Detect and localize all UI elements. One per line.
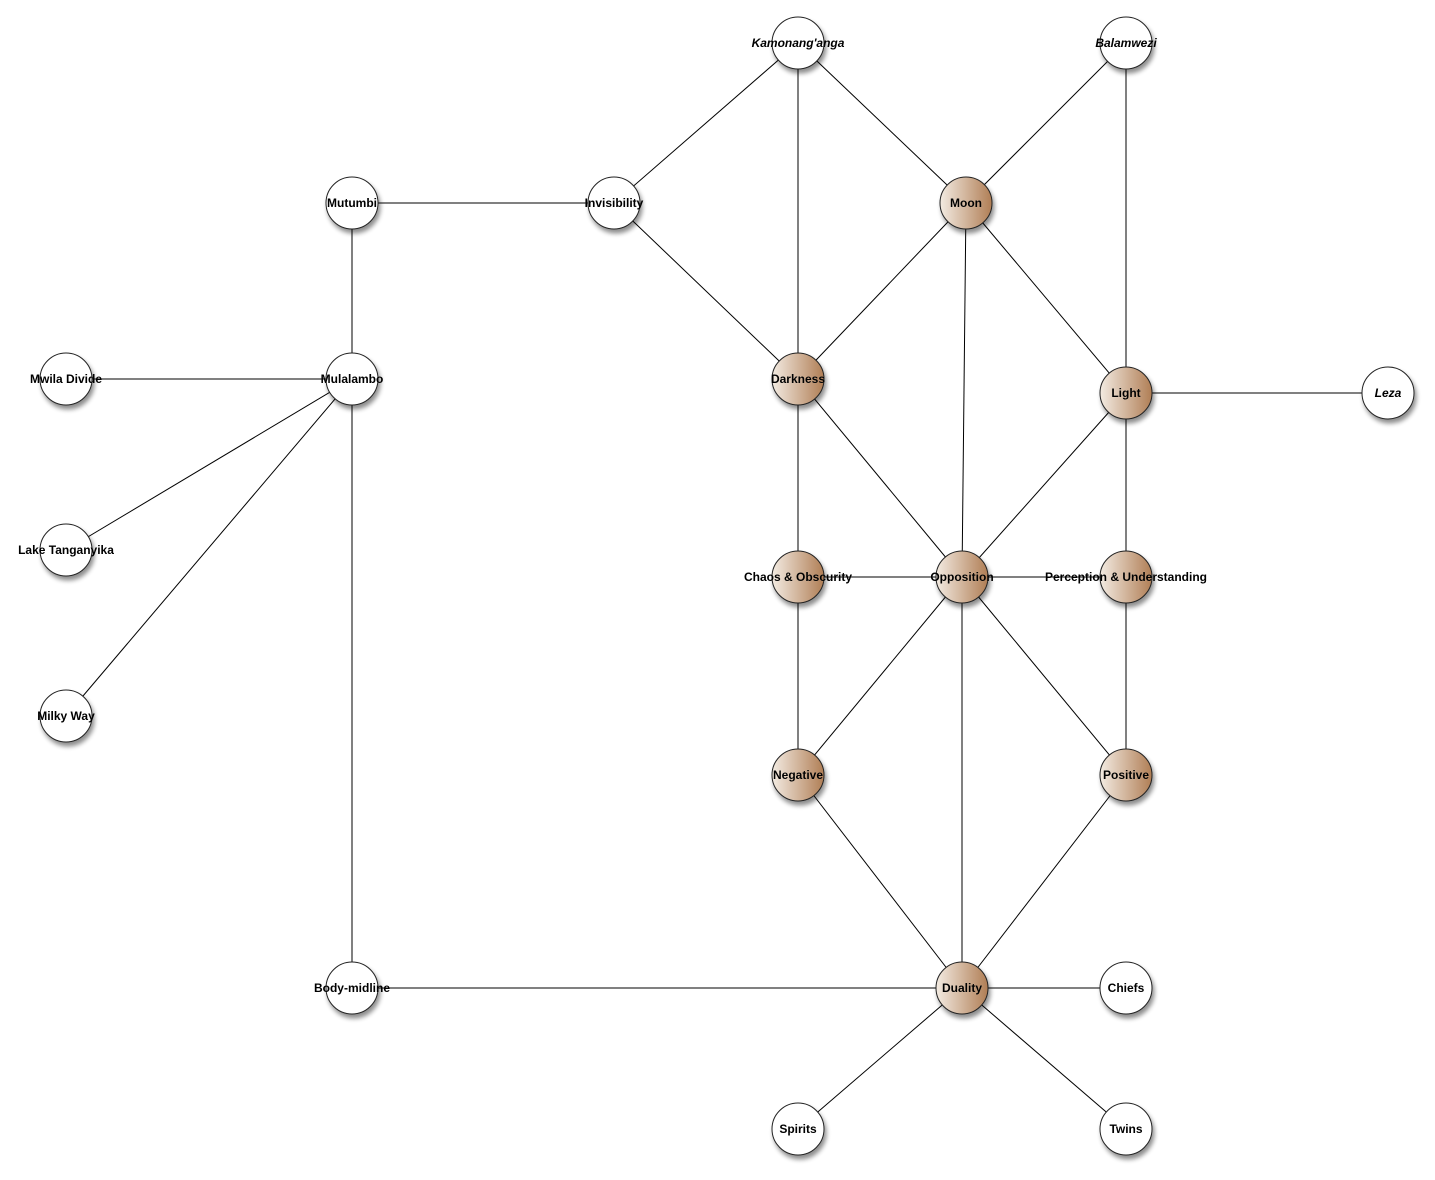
node-circle[interactable] xyxy=(587,176,641,230)
node-circle[interactable] xyxy=(1099,961,1153,1015)
node-circle[interactable] xyxy=(771,550,825,604)
node-circle[interactable] xyxy=(1099,366,1153,420)
node-circle[interactable] xyxy=(771,16,825,70)
node-label: Twins xyxy=(1109,1122,1142,1136)
node-circle[interactable] xyxy=(325,176,379,230)
node-circle[interactable] xyxy=(1361,366,1415,420)
edge-kamonanganga-moon xyxy=(797,42,967,204)
node-light[interactable]: Light xyxy=(1099,366,1153,420)
node-label: Kamonang'anga xyxy=(752,36,845,50)
node-duality[interactable]: Duality xyxy=(935,961,989,1015)
node-body-midline[interactable]: Body-midline xyxy=(314,961,391,1015)
node-label: Chaos & Obscurity xyxy=(744,570,852,584)
node-circle[interactable] xyxy=(771,748,825,802)
node-circle[interactable] xyxy=(771,352,825,406)
edge-negative-duality xyxy=(797,774,963,989)
node-label: Milky Way xyxy=(37,709,95,723)
node-circle[interactable] xyxy=(325,352,379,406)
node-spirits[interactable]: Spirits xyxy=(771,1102,825,1156)
node-label: Light xyxy=(1111,386,1140,400)
edge-positive-duality xyxy=(961,774,1127,989)
node-milky-way[interactable]: Milky Way xyxy=(37,689,95,743)
edge-moon-opposition xyxy=(961,202,967,578)
node-label: Mutumbi xyxy=(327,196,377,210)
node-label: Leza xyxy=(1375,386,1402,400)
node-label: Invisibility xyxy=(585,196,644,210)
node-circle[interactable] xyxy=(39,523,93,577)
node-circle[interactable] xyxy=(1099,550,1153,604)
node-circle[interactable] xyxy=(771,1102,825,1156)
node-leza[interactable]: Leza xyxy=(1361,366,1415,420)
node-label: Chiefs xyxy=(1108,981,1145,995)
node-label: Duality xyxy=(942,981,982,995)
edge-mulalambo-lake-tanganyika xyxy=(65,378,353,551)
node-circle[interactable] xyxy=(1099,1102,1153,1156)
edge-invisibility-darkness xyxy=(613,202,799,380)
node-label: Perception & Understanding xyxy=(1045,570,1207,584)
edge-duality-spirits xyxy=(797,987,963,1130)
node-mulalambo[interactable]: Mulalambo xyxy=(320,352,384,406)
node-circle[interactable] xyxy=(325,961,379,1015)
edge-opposition-positive xyxy=(961,576,1127,776)
edge-kamonanganga-invisibility xyxy=(613,42,799,204)
node-chaos[interactable]: Chaos & Obscurity xyxy=(744,550,853,604)
node-circle[interactable] xyxy=(935,550,989,604)
node-label: Darkness xyxy=(771,372,825,386)
edge-mulalambo-milky-way xyxy=(65,378,353,717)
node-mwila-divide[interactable]: Mwila Divide xyxy=(30,352,103,406)
node-label: Moon xyxy=(950,196,982,210)
node-darkness[interactable]: Darkness xyxy=(771,352,826,406)
node-circle[interactable] xyxy=(939,176,993,230)
node-chiefs[interactable]: Chiefs xyxy=(1099,961,1153,1015)
node-circle[interactable] xyxy=(935,961,989,1015)
node-label: Negative xyxy=(773,768,823,782)
node-label: Positive xyxy=(1103,768,1149,782)
edge-balamwezi-moon xyxy=(965,42,1127,204)
node-label: Opposition xyxy=(930,570,993,584)
node-label: Mwila Divide xyxy=(30,372,102,386)
node-positive[interactable]: Positive xyxy=(1099,748,1153,802)
node-perception[interactable]: Perception & Understanding xyxy=(1045,550,1207,604)
node-kamonanganga[interactable]: Kamonang'anga xyxy=(751,16,845,70)
node-lake-tanganyika[interactable]: Lake Tanganyika xyxy=(18,523,114,577)
edge-darkness-opposition xyxy=(797,378,963,578)
edge-moon-darkness xyxy=(797,202,967,380)
node-moon[interactable]: Moon xyxy=(939,176,993,230)
node-label: Lake Tanganyika xyxy=(18,543,114,557)
edges-layer xyxy=(65,42,1388,1130)
edge-opposition-negative xyxy=(797,576,963,776)
node-circle[interactable] xyxy=(1099,748,1153,802)
node-negative[interactable]: Negative xyxy=(771,748,825,802)
node-mutumbi[interactable]: Mutumbi xyxy=(325,176,379,230)
node-label: Balamwezi xyxy=(1095,36,1157,50)
node-twins[interactable]: Twins xyxy=(1099,1102,1153,1156)
node-opposition[interactable]: Opposition xyxy=(930,550,994,604)
node-circle[interactable] xyxy=(1099,16,1153,70)
edge-light-opposition xyxy=(961,392,1127,578)
node-balamwezi[interactable]: Balamwezi xyxy=(1095,16,1158,70)
node-circle[interactable] xyxy=(39,689,93,743)
node-label: Body-midline xyxy=(314,981,390,995)
node-invisibility[interactable]: Invisibility xyxy=(584,176,644,230)
node-label: Mulalambo xyxy=(321,372,384,386)
node-circle[interactable] xyxy=(39,352,93,406)
edge-duality-twins xyxy=(961,987,1127,1130)
node-label: Spirits xyxy=(779,1122,817,1136)
edge-moon-light xyxy=(965,202,1127,394)
